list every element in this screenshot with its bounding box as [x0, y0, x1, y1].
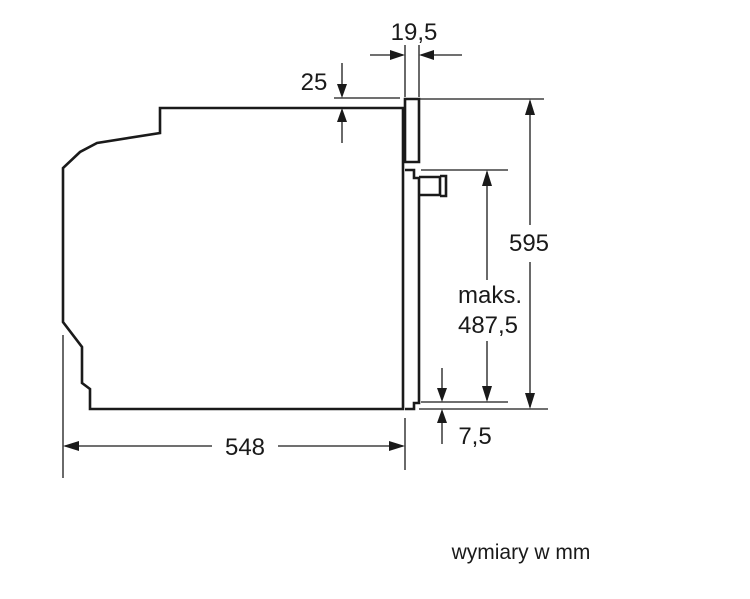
handle-knob — [419, 175, 442, 197]
units-note: wymiary w mm — [451, 541, 591, 564]
depth-arrow-left — [63, 441, 79, 451]
door-thickness-label: 19,5 — [391, 19, 438, 46]
door-panel-upper — [403, 97, 421, 164]
oven-body-outline — [61, 106, 405, 411]
total-height-arrow-top — [525, 99, 535, 115]
total-height-label: 595 — [509, 230, 549, 257]
depth-arrow-right — [389, 441, 405, 451]
handle-knob-cap — [440, 174, 448, 198]
door-thickness-arrow-left — [390, 50, 405, 60]
total-height-arrow-bottom — [525, 393, 535, 409]
top-gap-arrow-up — [337, 108, 347, 122]
max-height-label: 487,5 — [458, 312, 518, 339]
max-height-arrow-bottom — [482, 386, 492, 402]
top-gap-label: 25 — [301, 69, 328, 96]
max-height-arrow-top — [482, 170, 492, 186]
door-thickness-arrow-right — [419, 50, 434, 60]
bottom-gap-arrow-down — [437, 388, 447, 402]
bottom-gap-label: 7,5 — [458, 423, 491, 450]
max-height-prefix: maks. — [458, 282, 522, 309]
depth-label: 548 — [225, 434, 265, 461]
top-gap-arrow-down — [337, 84, 347, 98]
door-panel-lower — [405, 168, 421, 411]
bottom-gap-arrow-up — [437, 409, 447, 423]
